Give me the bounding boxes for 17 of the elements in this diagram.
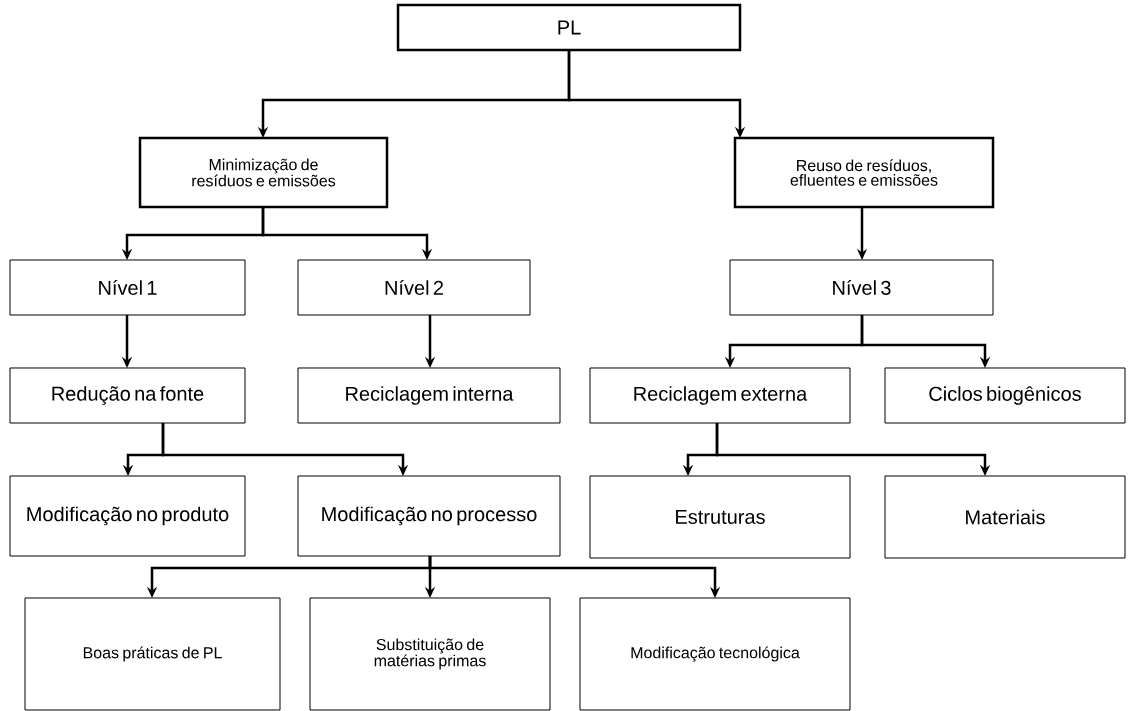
process-box: Modificação no produto: [9, 475, 246, 557]
process-box: Estruturas: [589, 475, 851, 559]
process-box: Minimização de resíduos e emissões: [138, 136, 389, 209]
process-box: Nível 2: [297, 259, 531, 316]
process-box: Substituição de matérias primas: [309, 597, 551, 711]
process-box: Reciclagem externa: [589, 367, 851, 424]
process-box: Nível 1: [9, 259, 246, 316]
process-box: Modificação tecnológica: [579, 597, 851, 711]
process-box: Materiais: [884, 475, 1126, 559]
process-box: Redução na fonte: [9, 367, 246, 424]
process-box: Reciclagem interna: [297, 367, 561, 424]
process-box: PL: [396, 3, 742, 52]
process-box: Boas práticas de PL: [24, 597, 281, 711]
process-box: Modificação no processo: [297, 475, 561, 557]
process-box: Nível 3: [729, 259, 994, 316]
process-box: Reuso de resíduos, efluentes e emissões: [733, 136, 995, 209]
process-box: Ciclos biogênicos: [884, 367, 1126, 424]
